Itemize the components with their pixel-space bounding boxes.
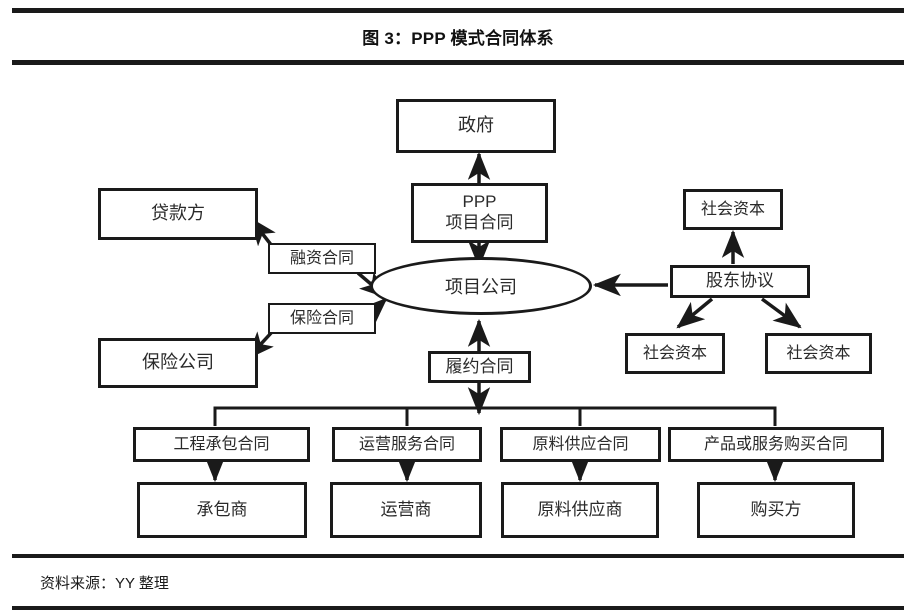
node-lender[interactable]: 贷款方 bbox=[98, 188, 258, 240]
node-operator-label: 运营商 bbox=[380, 499, 432, 519]
node-engineering-contract[interactable]: 工程承包合同 bbox=[133, 427, 310, 462]
source-rule-top bbox=[12, 554, 904, 558]
node-material-supplier[interactable]: 原料供应商 bbox=[501, 482, 659, 538]
node-social-capital-right[interactable]: 社会资本 bbox=[765, 333, 872, 374]
node-material-supplier-label: 原料供应商 bbox=[537, 499, 623, 519]
node-social-capital-right-label: 社会资本 bbox=[786, 344, 851, 362]
node-buyer[interactable]: 购买方 bbox=[697, 482, 855, 538]
node-government[interactable]: 政府 bbox=[396, 99, 556, 153]
figure-title: 图 3：PPP 模式合同体系 bbox=[362, 29, 554, 48]
title-rule-top bbox=[12, 8, 904, 13]
node-financing-contract-label: 融资合同 bbox=[289, 249, 354, 267]
node-performance-contract-label: 履约合同 bbox=[445, 356, 514, 376]
node-material-supply-contract-label: 原料供应合同 bbox=[532, 435, 629, 453]
node-financing-contract[interactable]: 融资合同 bbox=[268, 243, 376, 274]
node-government-label: 政府 bbox=[458, 115, 494, 136]
node-operation-contract-label: 运营服务合同 bbox=[358, 435, 455, 453]
node-insurance-contract-label: 保险合同 bbox=[289, 309, 354, 327]
node-ppp-contract-line2: 项目合同 bbox=[445, 213, 514, 232]
node-project-company-label: 项目公司 bbox=[445, 277, 517, 297]
node-shareholder-agreement[interactable]: 股东协议 bbox=[670, 265, 810, 298]
node-engineering-contract-label: 工程承包合同 bbox=[173, 435, 270, 453]
source-rule-bottom bbox=[12, 606, 904, 610]
figure-source: 资料来源：YY 整理 bbox=[40, 575, 169, 592]
node-material-supply-contract[interactable]: 原料供应合同 bbox=[500, 427, 661, 462]
title-rule-bottom bbox=[12, 60, 904, 65]
node-social-capital-left[interactable]: 社会资本 bbox=[625, 333, 725, 374]
node-lender-label: 贷款方 bbox=[151, 203, 205, 224]
node-insurance-contract[interactable]: 保险合同 bbox=[268, 303, 376, 334]
node-insurance-company[interactable]: 保险公司 bbox=[98, 338, 258, 388]
node-social-capital-top-label: 社会资本 bbox=[700, 200, 765, 218]
node-shareholder-agreement-label: 股东协议 bbox=[706, 271, 774, 291]
node-contractor-label: 承包商 bbox=[196, 499, 248, 519]
node-ppp-contract-line1: PPP bbox=[462, 192, 497, 212]
node-product-purchase-contract-label: 产品或服务购买合同 bbox=[703, 435, 848, 453]
node-product-purchase-contract[interactable]: 产品或服务购买合同 bbox=[668, 427, 884, 462]
node-social-capital-left-label: 社会资本 bbox=[642, 344, 707, 362]
node-project-company[interactable]: 项目公司 bbox=[370, 257, 592, 315]
node-operation-contract[interactable]: 运营服务合同 bbox=[332, 427, 482, 462]
node-insurance-company-label: 保险公司 bbox=[142, 352, 214, 373]
node-social-capital-top[interactable]: 社会资本 bbox=[683, 189, 783, 230]
node-contractor[interactable]: 承包商 bbox=[137, 482, 307, 538]
node-ppp-contract[interactable]: PPP 项目合同 bbox=[411, 183, 548, 243]
node-operator[interactable]: 运营商 bbox=[330, 482, 482, 538]
node-buyer-label: 购买方 bbox=[750, 499, 802, 519]
node-performance-contract[interactable]: 履约合同 bbox=[428, 351, 531, 383]
ppp-contract-diagram: 政府 PPP 项目合同 项目公司 贷款方 融资合同 保险合同 保险公司 社会资本… bbox=[0, 70, 916, 548]
